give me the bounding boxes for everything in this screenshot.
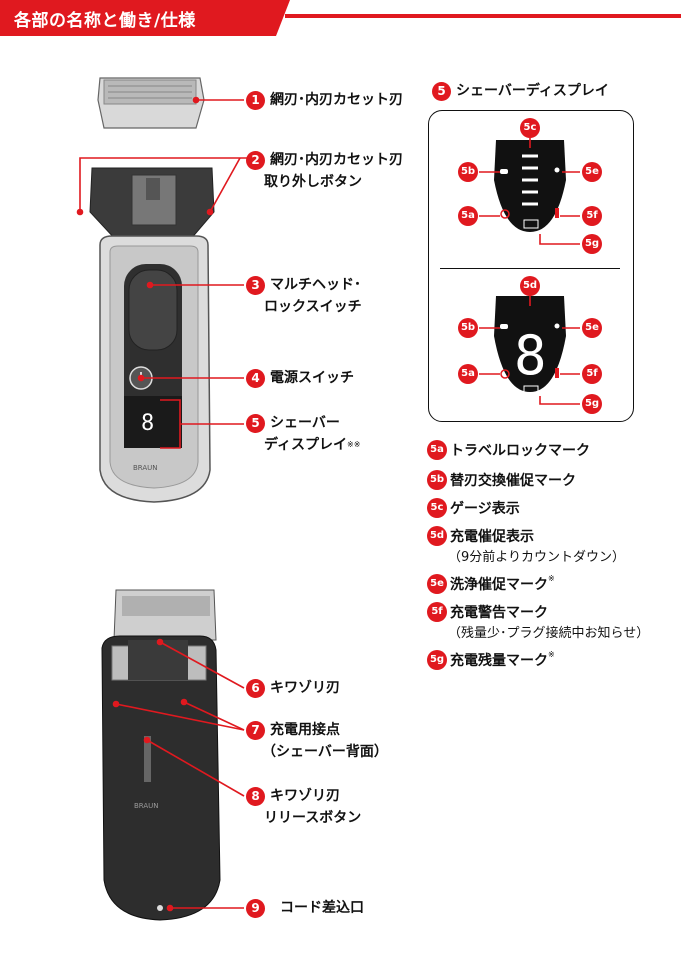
part-3-label-line2: ロックスイッチ — [264, 299, 362, 315]
legend-5g-text: 充電残量マーク※ — [450, 650, 555, 669]
badge-5g-top: 5g — [582, 234, 602, 254]
badge-5c-top: 5c — [520, 118, 540, 138]
part-1-badge: 1 — [246, 91, 265, 110]
part-8-label: キワゾリ刃 — [270, 788, 340, 804]
header-bar — [0, 0, 681, 36]
cassette-cartridge — [97, 77, 205, 129]
legend-5e-text: 洗浄催促マーク※ — [450, 574, 555, 593]
display-panel-title: シェーバーディスプレイ — [456, 83, 609, 99]
part-5-badge: 5 — [246, 414, 265, 433]
legend-5c-badge: 5c — [427, 498, 447, 518]
legend-5d-note: （9分前よりカウントダウン） — [448, 550, 626, 565]
badge-5d: 5d — [520, 276, 540, 296]
legend-5f-badge: 5f — [427, 602, 447, 622]
svg-text:8: 8 — [514, 324, 547, 387]
badge-5g-bottom: 5g — [582, 394, 602, 414]
part-8-badge: 8 — [246, 787, 265, 806]
legend-5g-mark: ※ — [548, 650, 555, 659]
badge-5f-bottom: 5f — [582, 364, 602, 384]
legend-5b-badge: 5b — [427, 470, 447, 490]
svg-text:BRAUN: BRAUN — [134, 802, 159, 810]
shaver-front: 8 BRAUN — [89, 167, 215, 503]
part-7-label-line2: （シェーバー背面） — [262, 744, 388, 760]
part-7-label: 充電用接点 — [270, 722, 340, 738]
legend-5a-text: トラベルロックマーク — [450, 443, 590, 459]
legend-5g-badge: 5g — [427, 650, 447, 670]
display-panel-badge: 5 — [432, 82, 451, 101]
display-screen-top — [494, 140, 566, 232]
part-6-label: キワゾリ刃 — [270, 680, 340, 696]
badge-5e-bottom: 5e — [582, 318, 602, 338]
legend-5f-note: （残量少･プラグ接続中お知らせ） — [448, 626, 650, 641]
page-title: 各部の名称と働き/仕様 — [14, 11, 196, 31]
part-4-badge: 4 — [246, 369, 265, 388]
badge-5a-top: 5a — [458, 206, 478, 226]
legend-5d-text: 充電催促表示 — [450, 529, 534, 545]
legend-5c-text: ゲージ表示 — [450, 501, 520, 517]
legend-5e-badge: 5e — [427, 574, 447, 594]
display-panel-divider — [440, 268, 620, 269]
part-2-label: 網刃･内刃カセット刃 — [270, 152, 403, 168]
part-4-label: 電源スイッチ — [270, 370, 354, 386]
part-3-label: マルチヘッド･ — [270, 277, 361, 293]
legend-5f-text: 充電警告マーク — [450, 605, 548, 621]
display-panel — [428, 110, 634, 422]
part-1-label: 網刃･内刃カセット刃 — [270, 92, 403, 108]
display-screen-bottom: 8 — [494, 296, 566, 395]
svg-text:8: 8 — [141, 411, 154, 436]
legend-5d-badge: 5d — [427, 526, 447, 546]
badge-5f-top: 5f — [582, 206, 602, 226]
part-5-label-line2: ディスプレイ※※ — [264, 437, 361, 453]
svg-text:BRAUN: BRAUN — [133, 464, 158, 472]
part-8-label-line2: リリースボタン — [264, 810, 362, 826]
part-2-label-line2: 取り外しボタン — [264, 174, 362, 190]
part-5-note-mark: ※※ — [347, 440, 361, 449]
part-6-badge: 6 — [246, 679, 265, 698]
legend-5e-mark: ※ — [548, 574, 555, 583]
part-3-badge: 3 — [246, 276, 265, 295]
badge-5b-bottom: 5b — [458, 318, 478, 338]
part-9-badge: 9 — [246, 899, 265, 918]
badge-5a-bottom: 5a — [458, 364, 478, 384]
badge-5e-top: 5e — [582, 162, 602, 182]
part-7-badge: 7 — [246, 721, 265, 740]
legend-5b-text: 替刃交換催促マーク — [450, 473, 576, 489]
badge-5b-top: 5b — [458, 162, 478, 182]
part-2-badge: 2 — [246, 151, 265, 170]
part-9-label: コード差込口 — [280, 900, 364, 916]
part-5-label: シェーバー — [270, 415, 340, 431]
legend-5a-badge: 5a — [427, 440, 447, 460]
